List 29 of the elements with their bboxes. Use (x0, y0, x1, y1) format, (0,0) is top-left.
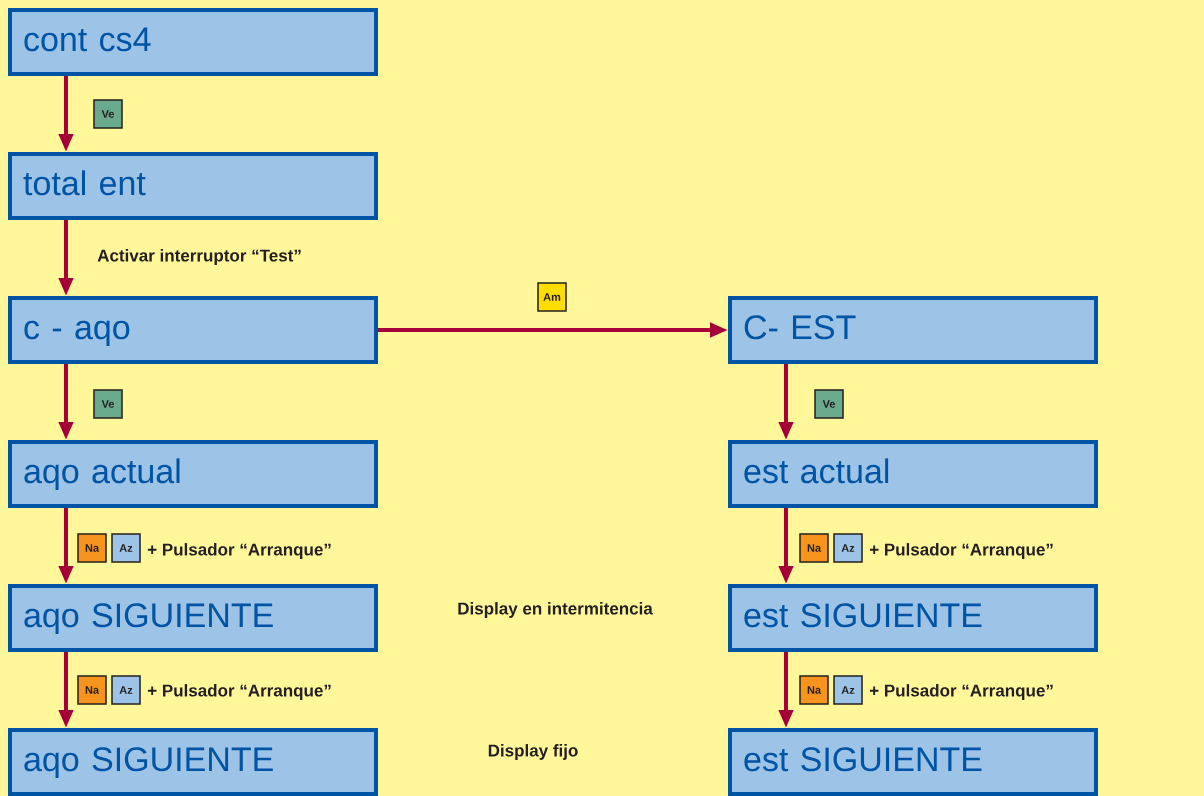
edge-label: + Pulsador “Arranque” (868, 542, 1055, 560)
display-box: est actual (728, 440, 1098, 508)
color-chip: Am (537, 282, 567, 312)
display-box: cont cs4 (8, 8, 378, 76)
color-chip: Na (799, 675, 829, 705)
color-chip: Ve (814, 389, 844, 419)
display-box: aqo actual (8, 440, 378, 508)
color-chip: Na (77, 533, 107, 563)
display-box: c - aqo (8, 296, 378, 364)
color-chip: Na (77, 675, 107, 705)
color-chip: Na (799, 533, 829, 563)
edge-label: + Pulsador “Arranque” (868, 683, 1055, 701)
display-box: total ent (8, 152, 378, 220)
display-box: est SIGUIENTE (728, 728, 1098, 796)
display-box: aqo SIGUIENTE (8, 728, 378, 796)
edge-label: + Pulsador “Arranque” (146, 683, 333, 701)
edge-label: Activar interruptor “Test” (96, 248, 303, 266)
display-box: est SIGUIENTE (728, 584, 1098, 652)
color-chip: Az (833, 675, 863, 705)
display-box: C- EST (728, 296, 1098, 364)
note-text: Display en intermitencia (458, 602, 653, 618)
color-chip: Ve (93, 389, 123, 419)
color-chip: Az (111, 675, 141, 705)
display-box: aqo SIGUIENTE (8, 584, 378, 652)
edge-label: + Pulsador “Arranque” (146, 542, 333, 560)
color-chip: Ve (93, 99, 123, 129)
color-chip: Az (111, 533, 141, 563)
color-chip: Az (833, 533, 863, 563)
note-text: Display fijo (488, 744, 578, 760)
